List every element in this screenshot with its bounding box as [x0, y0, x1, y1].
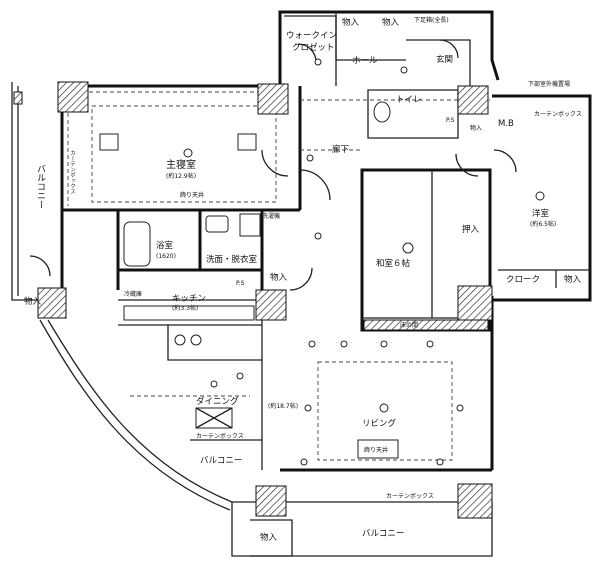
- door-swing-icon: [439, 39, 459, 59]
- door-swing-icon: [289, 267, 313, 291]
- bathroom-size: (1620): [156, 253, 176, 260]
- light-fixture-icon: [436, 458, 444, 466]
- interior-walls: [62, 12, 590, 557]
- storage-kitchen: 物入: [270, 272, 288, 283]
- door-swing-icon: [261, 149, 289, 177]
- curtain-box-3: カーテンボックス: [196, 432, 244, 440]
- light-fixture-icon: [300, 458, 308, 466]
- light-fixture-icon: [236, 372, 244, 380]
- curtain-box-1: カーテンボックス: [534, 110, 582, 118]
- hall-label: ホール: [352, 56, 378, 66]
- oshiire-label: 押入: [462, 224, 480, 235]
- stove-burner: [174, 334, 186, 346]
- pillar-hatch-icon: [257, 83, 289, 115]
- door-swing-icon: [455, 153, 479, 177]
- light-fixture-icon: [308, 340, 316, 348]
- pillar-hatch-icon: [457, 85, 489, 115]
- toilet-label: トイレ: [396, 95, 422, 105]
- light-fixture-icon: [535, 191, 545, 201]
- outdoor-unit-note: 下部室外機置場: [528, 80, 570, 88]
- living-label: リビング: [362, 418, 397, 429]
- master-ceiling-deco: [99, 133, 119, 151]
- light-fixture-icon: [306, 154, 314, 162]
- light-fixture-icon: [314, 58, 322, 66]
- pillar-hatch-icon: [13, 91, 23, 105]
- bathtub: [123, 221, 151, 267]
- corridor-label: 廊下: [332, 144, 350, 155]
- master-ceiling-deco: [237, 133, 257, 151]
- storage-bottom: 物入: [260, 532, 278, 543]
- labels: 主寝室 (約12.9帖) 飾り天井 浴室 (1620) 洗面・脱衣室 洗濯機 キ…: [24, 16, 582, 543]
- light-fixture-icon: [456, 404, 464, 412]
- kitchen-size: (約3.3帖): [172, 304, 198, 312]
- lights: [183, 58, 545, 466]
- tokonoma-label: 床の間: [400, 321, 418, 329]
- storage-mb: 物入: [470, 124, 482, 132]
- pillar-hatch-icon: [457, 285, 493, 321]
- living-ceiling-label: 飾り天井: [364, 446, 388, 454]
- pillar-hatch-icon: [37, 287, 67, 319]
- washing-machine: [239, 213, 261, 237]
- washitsu-label: 和室６帖: [376, 258, 411, 269]
- light-fixture-icon: [402, 242, 414, 254]
- washroom-label: 洗面・脱衣室: [206, 254, 258, 265]
- doors: [29, 39, 517, 291]
- stove-burner: [190, 334, 202, 346]
- light-fixture-icon: [340, 340, 348, 348]
- balcony-bottom-label: バルコニー: [362, 529, 404, 539]
- washer-label: 洗濯機: [262, 212, 280, 220]
- storage-top-2: 物入: [382, 17, 400, 28]
- western-size: (約6.5帖): [530, 220, 556, 228]
- kitchen-counter: [123, 305, 255, 321]
- toilet-bowl: [373, 101, 391, 123]
- master-bedroom-size: (約12.9帖): [166, 172, 196, 180]
- light-fixture-icon: [210, 380, 218, 388]
- walkin-label-1: ウォークイン: [286, 31, 337, 41]
- balcony-dining-label: バルコニー: [200, 456, 242, 466]
- door-swing-icon: [299, 169, 331, 201]
- western-label: 洋室: [532, 208, 550, 219]
- entrance-label: 玄関: [436, 54, 453, 65]
- curtain-box-2: カーテンボックス: [386, 492, 434, 500]
- storage-western-label: 物入: [564, 274, 582, 285]
- walkin-label-2: クロゼット: [292, 42, 335, 53]
- wash-basin: [205, 215, 229, 233]
- bathroom-label: 浴室: [156, 240, 174, 251]
- pillars: [13, 81, 493, 519]
- dashed-guides: [67, 91, 490, 461]
- door-swing-icon: [493, 149, 517, 173]
- outer-walls: [11, 10, 592, 557]
- pillar-hatch-icon: [255, 289, 287, 321]
- kitchen-label: キッチン: [172, 294, 206, 304]
- ceiling-deco: [357, 439, 399, 459]
- light-fixture-icon: [426, 340, 434, 348]
- pillar-hatch-icon: [255, 485, 287, 517]
- light-fixture-icon: [380, 340, 388, 348]
- curtain-box-left: カーテンボックス: [69, 150, 76, 195]
- dining-label: ダイニング: [196, 396, 239, 407]
- light-fixture-icon: [304, 404, 312, 412]
- storage-top-1: 物入: [342, 17, 360, 28]
- ps-label-1: P.S: [446, 117, 455, 124]
- ps-label-2: P.S: [236, 280, 245, 287]
- master-ceiling-label: 飾り天井: [180, 191, 204, 199]
- light-fixture-icon: [379, 403, 389, 413]
- fixtures: [99, 101, 414, 459]
- light-fixture-icon: [314, 232, 322, 240]
- shoe-box-label: 下足箱(全長): [414, 16, 449, 24]
- light-fixture-icon: [400, 66, 408, 74]
- fridge-label: 冷蔵庫: [124, 290, 142, 298]
- storage-left: 物入: [24, 296, 42, 307]
- cloak-label: クローク: [506, 275, 540, 285]
- pillar-hatch-icon: [57, 81, 89, 113]
- balcony-left-label: バルコニー: [35, 164, 46, 209]
- mb-label: M.B: [498, 119, 514, 129]
- pillar-hatch-icon: [457, 483, 493, 519]
- ldk-size: (約18.7帖): [268, 402, 298, 410]
- light-fixture-icon: [183, 148, 193, 158]
- master-bedroom-label: 主寝室: [166, 158, 196, 171]
- door-swing-icon: [29, 255, 51, 277]
- tokonoma-strip: [363, 319, 489, 331]
